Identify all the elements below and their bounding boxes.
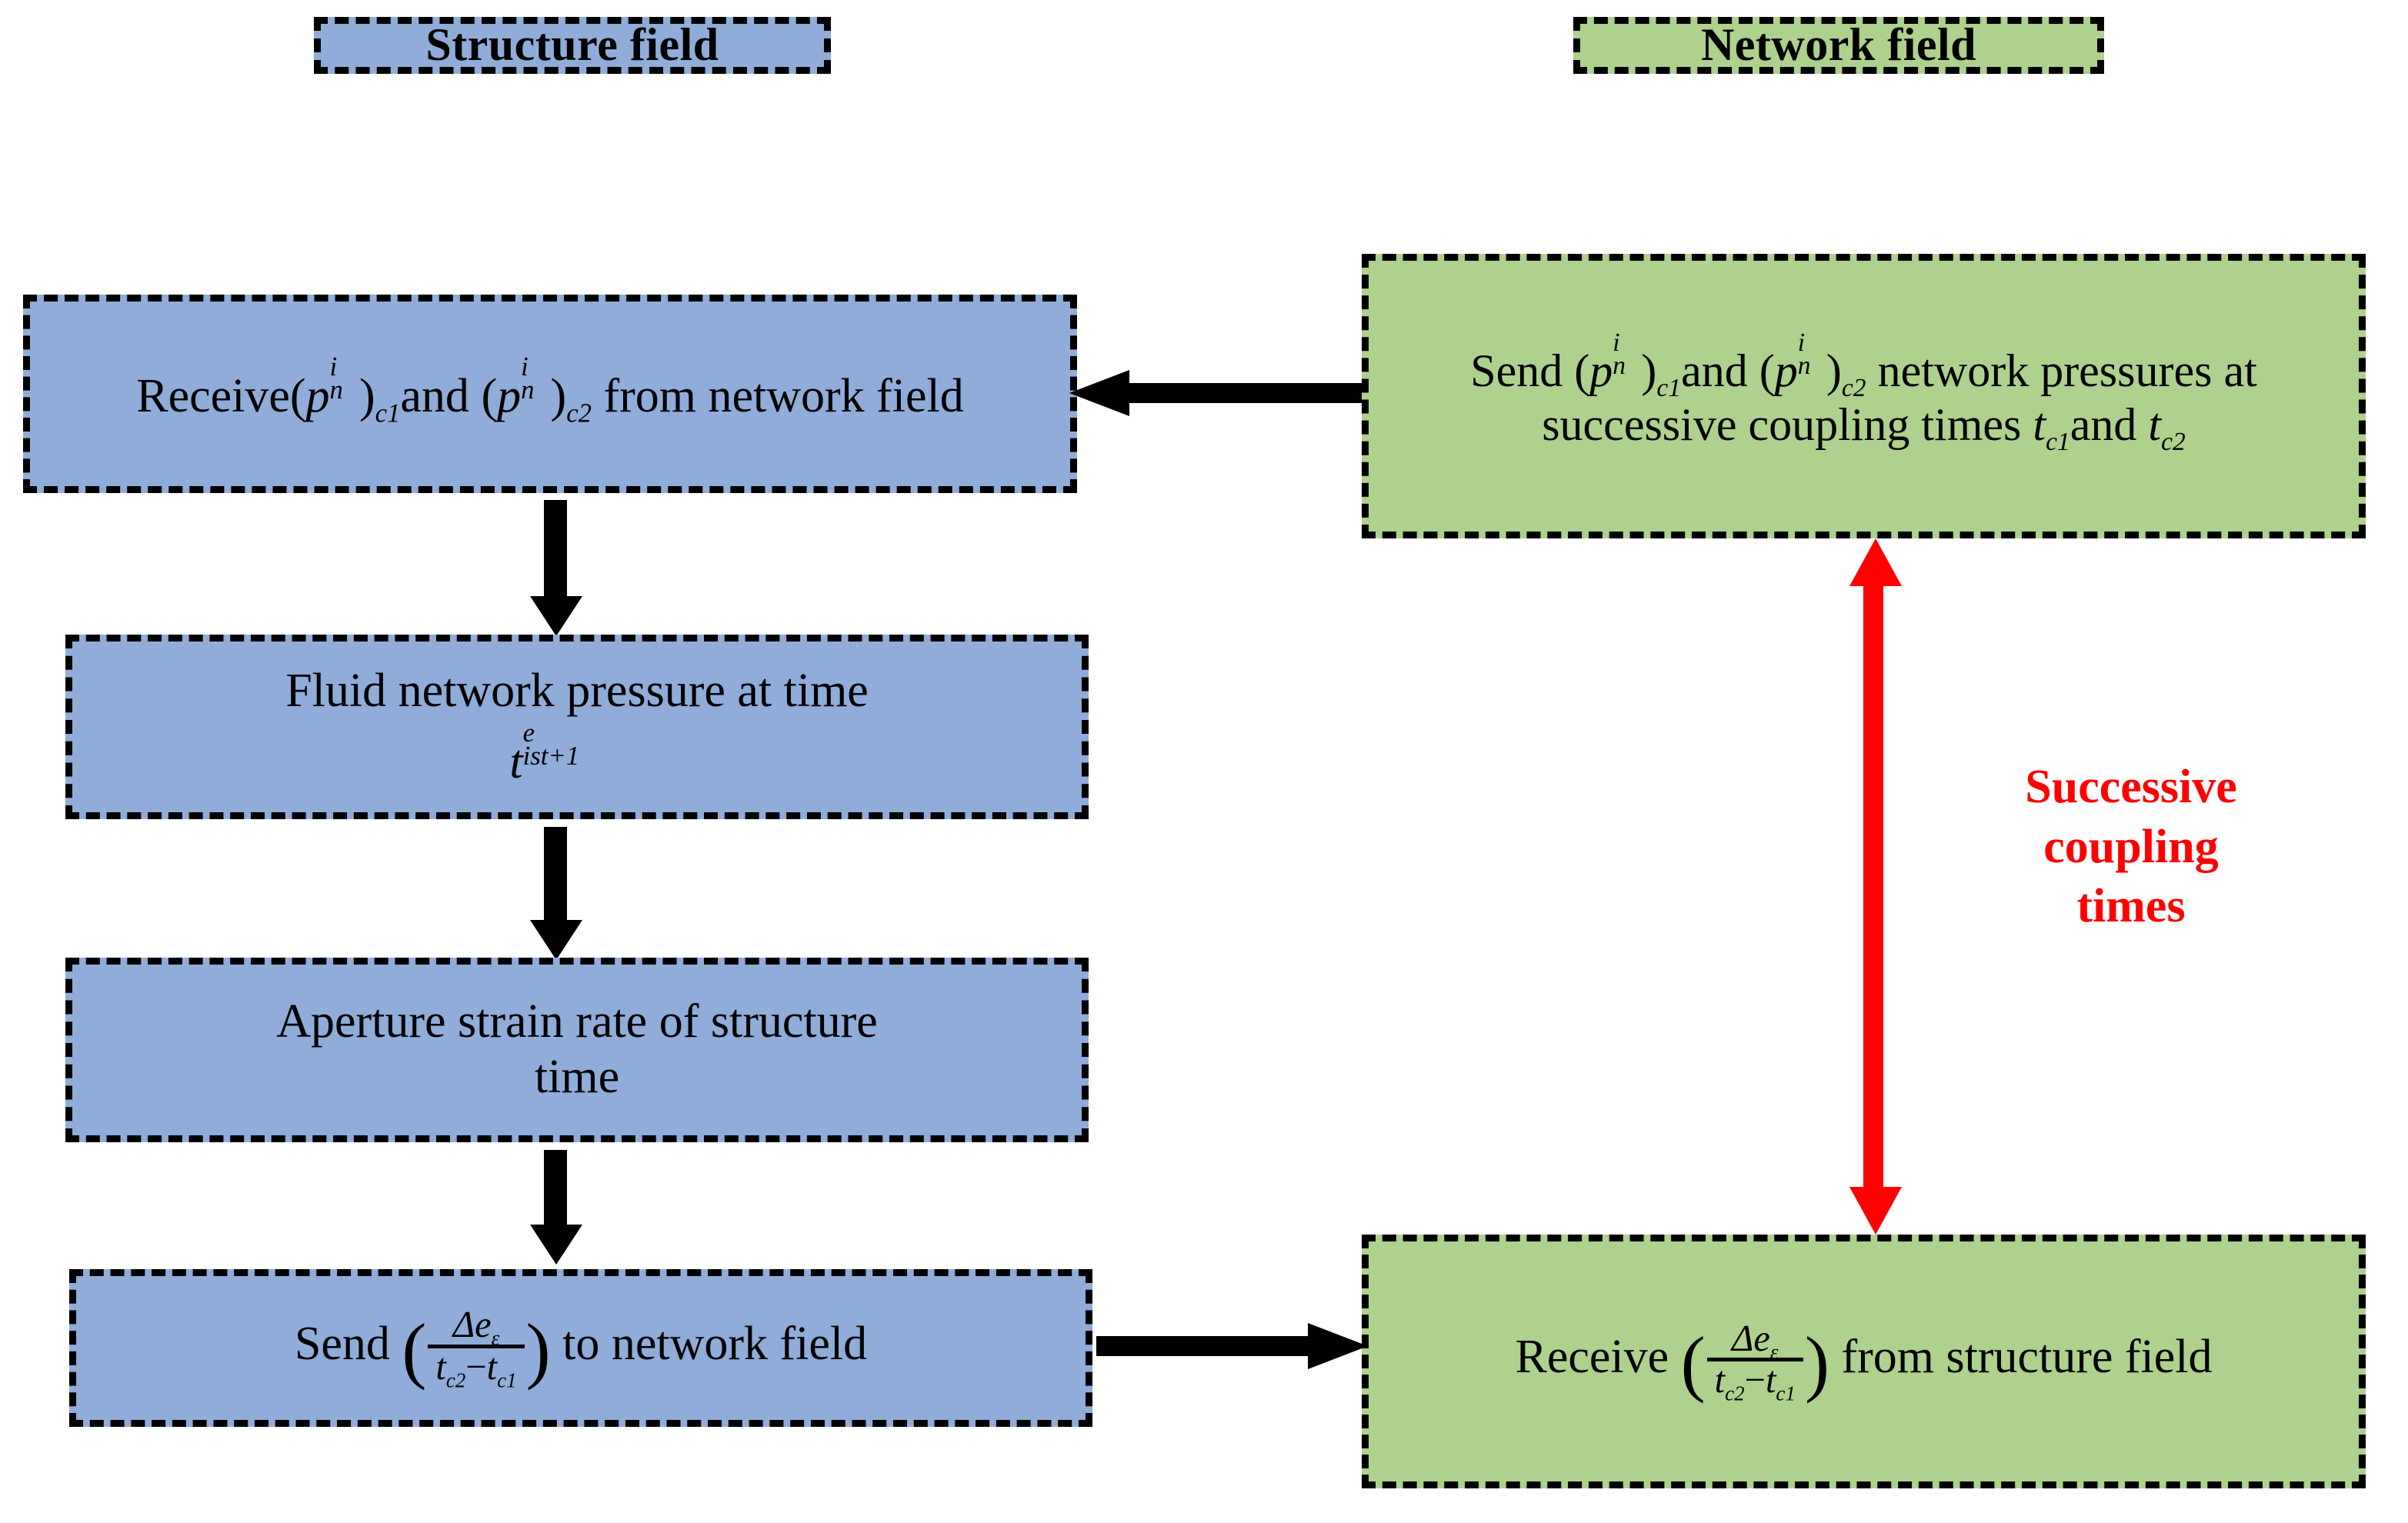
text-and-1: and	[400, 369, 469, 422]
fraction-denominator-2: tc2−tc1	[1706, 1358, 1803, 1404]
fraction-strain-rate-1: Δeε tc2−tc1	[428, 1305, 525, 1391]
annotation-line-3: times	[2076, 880, 2186, 932]
text-and-2: and	[1681, 345, 1748, 397]
math-var-p-3: p	[1589, 345, 1613, 397]
math-sub-c2: c2	[2161, 428, 2186, 456]
math-tag-c2-1: c2	[566, 397, 592, 428]
annotation-line-1: Successive	[2025, 761, 2237, 813]
header-network-field-label: Network field	[1700, 19, 1977, 71]
fraction-numerator-1: Δeε	[452, 1305, 500, 1350]
header-structure-field-label: Structure field	[425, 19, 719, 71]
header-structure-field: Structure field	[314, 17, 831, 74]
text-lead: Receive	[136, 369, 290, 422]
aperture-line1: Aperture strain rate of structure	[276, 995, 878, 1048]
text-receive-tail-net: from structure	[1841, 1331, 2113, 1384]
math-var-p-4: p	[1774, 345, 1798, 397]
math-var-t-ist: t	[509, 735, 523, 788]
text-tail-1: from network field	[603, 369, 964, 422]
paren-open-1: (	[402, 1308, 427, 1391]
text-send-lead: Send	[294, 1317, 390, 1370]
node-structure-aperture-strain-rate[interactable]: Aperture strain rate of structure time	[65, 958, 1089, 1142]
node-network-receive-strain-text: Receive ( Δeε tc2−tc1 ) from structure f…	[1497, 1318, 2231, 1405]
text-network-mid: network pressures at successive coupling…	[1542, 345, 2257, 450]
text-send-tail: to network field	[562, 1317, 868, 1370]
math-tag-c1-2: c1	[1656, 374, 1682, 403]
math-tag-c1-1: c1	[375, 397, 401, 428]
text-and-3: and	[2069, 399, 2137, 450]
math-var-p-1: p	[305, 369, 330, 422]
header-network-field: Network field	[1573, 17, 2104, 74]
text-receive-tail2-net: field	[2124, 1331, 2213, 1384]
paren-close-2: )	[1804, 1321, 1829, 1405]
arrow-head-down-icon	[1849, 1187, 1902, 1235]
paren-close-1: )	[525, 1308, 551, 1391]
text-receive-lead-net: Receive	[1515, 1331, 1669, 1384]
math-var-t-c1: t	[2033, 399, 2046, 450]
aperture-line2: time	[534, 1051, 620, 1103]
node-structure-send-strain[interactable]: Send ( Δeε tc2−tc1 ) to network field	[69, 1269, 1092, 1427]
fraction-numerator-2: Δeε	[1732, 1318, 1779, 1364]
fluid-pressure-line1: Fluid network pressure at time	[285, 664, 869, 717]
math-var-t-c2: t	[2148, 399, 2162, 450]
fraction-strain-rate-2: Δeε tc2−tc1	[1706, 1318, 1803, 1404]
math-var-p-2: p	[497, 369, 522, 422]
fraction-denominator-1: tc2−tc1	[428, 1344, 525, 1391]
arrow-head-up-icon	[1849, 538, 1902, 586]
text-send-lead-net: Send	[1470, 345, 1563, 397]
math-tag-c2-2: c2	[1841, 374, 1866, 403]
math-sub-c1: c1	[2046, 428, 2070, 456]
node-structure-aperture-strain-rate-text: Aperture strain rate of structure time	[258, 995, 896, 1105]
annotation-successive-coupling-times: Successive coupling times	[1916, 758, 2346, 937]
node-network-receive-strain[interactable]: Receive ( Δeε tc2−tc1 ) from structure f…	[1362, 1235, 2366, 1488]
annotation-line-2: coupling	[2043, 820, 2219, 873]
paren-open-2: (	[1680, 1321, 1706, 1405]
node-structure-send-strain-text: Send ( Δeε tc2−tc1 ) to network field	[276, 1305, 885, 1391]
